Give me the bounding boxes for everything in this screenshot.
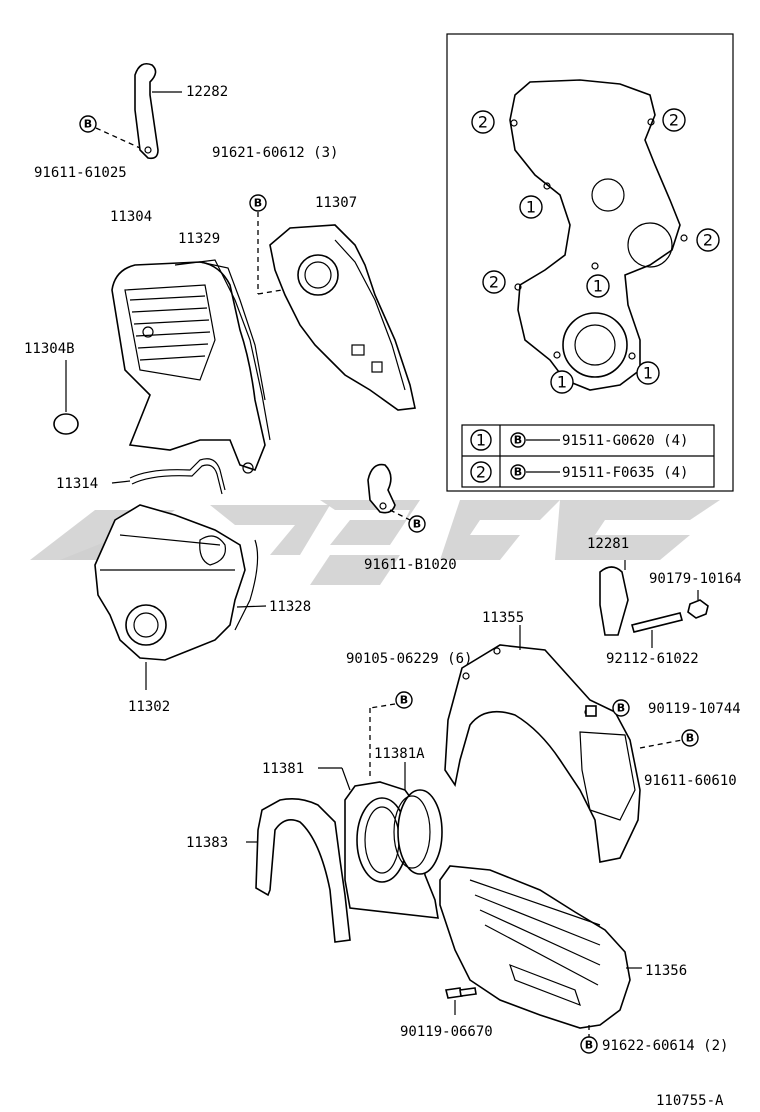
part-90179-10164-nut [687,590,709,619]
label-91611-60610: 91611-60610 [644,773,737,789]
svg-text:1: 1 [593,277,603,296]
bolt-91621-60612: B [249,194,267,212]
svg-text:2: 2 [703,231,713,250]
svg-text:1: 1 [643,364,653,383]
bolt-91622-60614: B [580,1025,598,1054]
svg-text:2: 2 [478,113,488,132]
part-11307-cover-plate [257,212,416,411]
label-90119-06670: 90119-06670 [400,1024,493,1040]
label-11304: 11304 [110,209,152,225]
inset-bolt-location-diagram [446,33,734,492]
bolt-90105-06229: B [369,691,413,780]
part-11381A-oil-seal [393,762,443,875]
label-91611-B1020: 91611-B1020 [364,557,457,573]
label-11307: 11307 [315,195,357,211]
label-12282: 12282 [186,84,228,100]
label-92112-61022: 92112-61022 [606,651,699,667]
svg-text:1: 1 [526,198,536,217]
label-11304B: 11304B [24,341,75,357]
bolt-91611-60610: B [639,729,699,749]
svg-text:B: B [617,702,625,715]
svg-text:1: 1 [476,431,486,450]
svg-text:B: B [413,518,421,531]
svg-text:1: 1 [557,373,567,392]
part-11304B-plug [53,360,79,435]
legend-part-2: 91511-F0635 (4) [562,465,688,481]
label-91622-60614: 91622-60614 (2) [602,1038,728,1054]
label-11355: 11355 [482,610,524,626]
diagram-id: 110755-A [656,1093,724,1109]
svg-text:B: B [514,466,522,479]
label-91621-60612: 91621-60612 (3) [212,145,338,161]
svg-text:2: 2 [476,463,486,482]
legend-part-1: 91511-G0620 (4) [562,433,688,449]
svg-text:B: B [686,732,694,745]
label-12281: 12281 [587,536,629,552]
part-11314-gasket [111,458,226,495]
inset-legend-table: 1 2 B B 91511-G0620 (4) 91511-F0635 (4) [461,424,715,488]
svg-text:2: 2 [669,111,679,130]
label-11383: 11383 [186,835,228,851]
part-11302-lower-cover [94,504,267,690]
part-92112-61022-stud [631,612,683,648]
svg-text:B: B [585,1039,593,1052]
part-11304-timing-cover [111,259,271,474]
part-labels: 12282 91611-61025 91621-60612 (3) 11304 … [24,84,742,1109]
part-hook-91611-B1020: B [367,463,426,533]
label-11302: 11302 [128,699,170,715]
svg-text:B: B [254,197,262,210]
label-11329: 11329 [178,231,220,247]
label-90119-10744: 90119-10744 [648,701,741,717]
inset-callouts: 2 2 1 2 2 1 1 1 [471,108,720,394]
bolt-91611-61025: B [79,115,141,149]
bolt-90119-06670 [445,987,477,1015]
label-90179-10164: 90179-10164 [649,571,742,587]
svg-text:B: B [514,434,522,447]
part-12281-bracket [599,560,629,636]
label-11381A: 11381A [374,746,425,762]
svg-text:B: B [84,118,92,131]
label-11381: 11381 [262,761,304,777]
part-11383-gasket [246,798,351,943]
svg-text:B: B [400,694,408,707]
bolt-90119-10744: B [585,699,630,717]
part-11356-cover [439,865,642,1029]
label-90105-06229: 90105-06229 (6) [346,651,472,667]
part-12282-bracket [134,62,182,160]
svg-text:2: 2 [489,273,499,292]
label-91611-61025: 91611-61025 [34,165,127,181]
label-11328: 11328 [269,599,311,615]
label-11356: 11356 [645,963,687,979]
label-11314: 11314 [56,476,98,492]
